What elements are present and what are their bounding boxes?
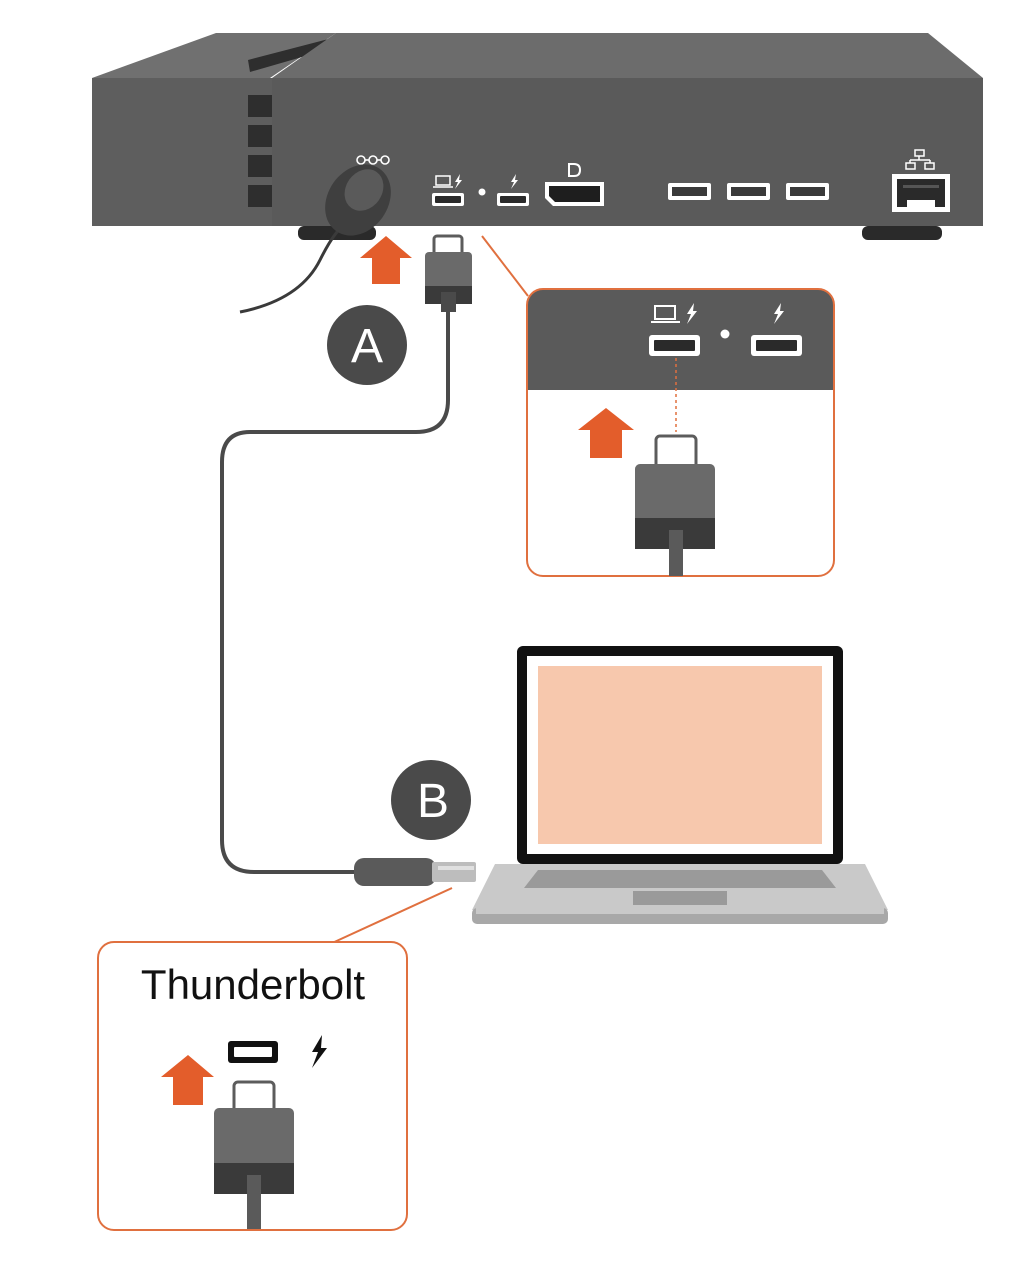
usb-ports[interactable] (668, 183, 829, 200)
laptop-thunderbolt-icon (433, 174, 462, 189)
insert-arrow (161, 1055, 214, 1105)
power-cable (239, 164, 391, 314)
vent-grille (248, 36, 340, 207)
thunderbolt-icon (312, 1035, 327, 1068)
network-icon (905, 149, 935, 170)
dc-power-icon (356, 155, 390, 165)
thunderbolt-icon (774, 303, 784, 324)
displayport-icon (568, 163, 582, 177)
status-led (478, 188, 486, 196)
port-detail-callout (526, 288, 835, 577)
thunderbolt-label: Thunderbolt (140, 961, 366, 1008)
step-a-badge (327, 305, 407, 385)
step-a-label: A (351, 320, 383, 373)
thunderbolt-connector-laptop (354, 858, 476, 886)
insert-arrow-power (360, 236, 412, 284)
laptop (472, 646, 888, 924)
laptop-screen (538, 666, 822, 844)
thunderbolt-callout (97, 941, 408, 1231)
step-b-label: B (417, 775, 449, 828)
laptop-thunderbolt-icon (651, 303, 697, 324)
thunderbolt-connector-top (425, 234, 472, 312)
thunderbolt-cable (220, 310, 450, 874)
dock-device (92, 33, 983, 240)
insert-arrow (578, 408, 634, 458)
step-b-badge (391, 760, 471, 840)
thunderbolt-icon (511, 174, 518, 189)
